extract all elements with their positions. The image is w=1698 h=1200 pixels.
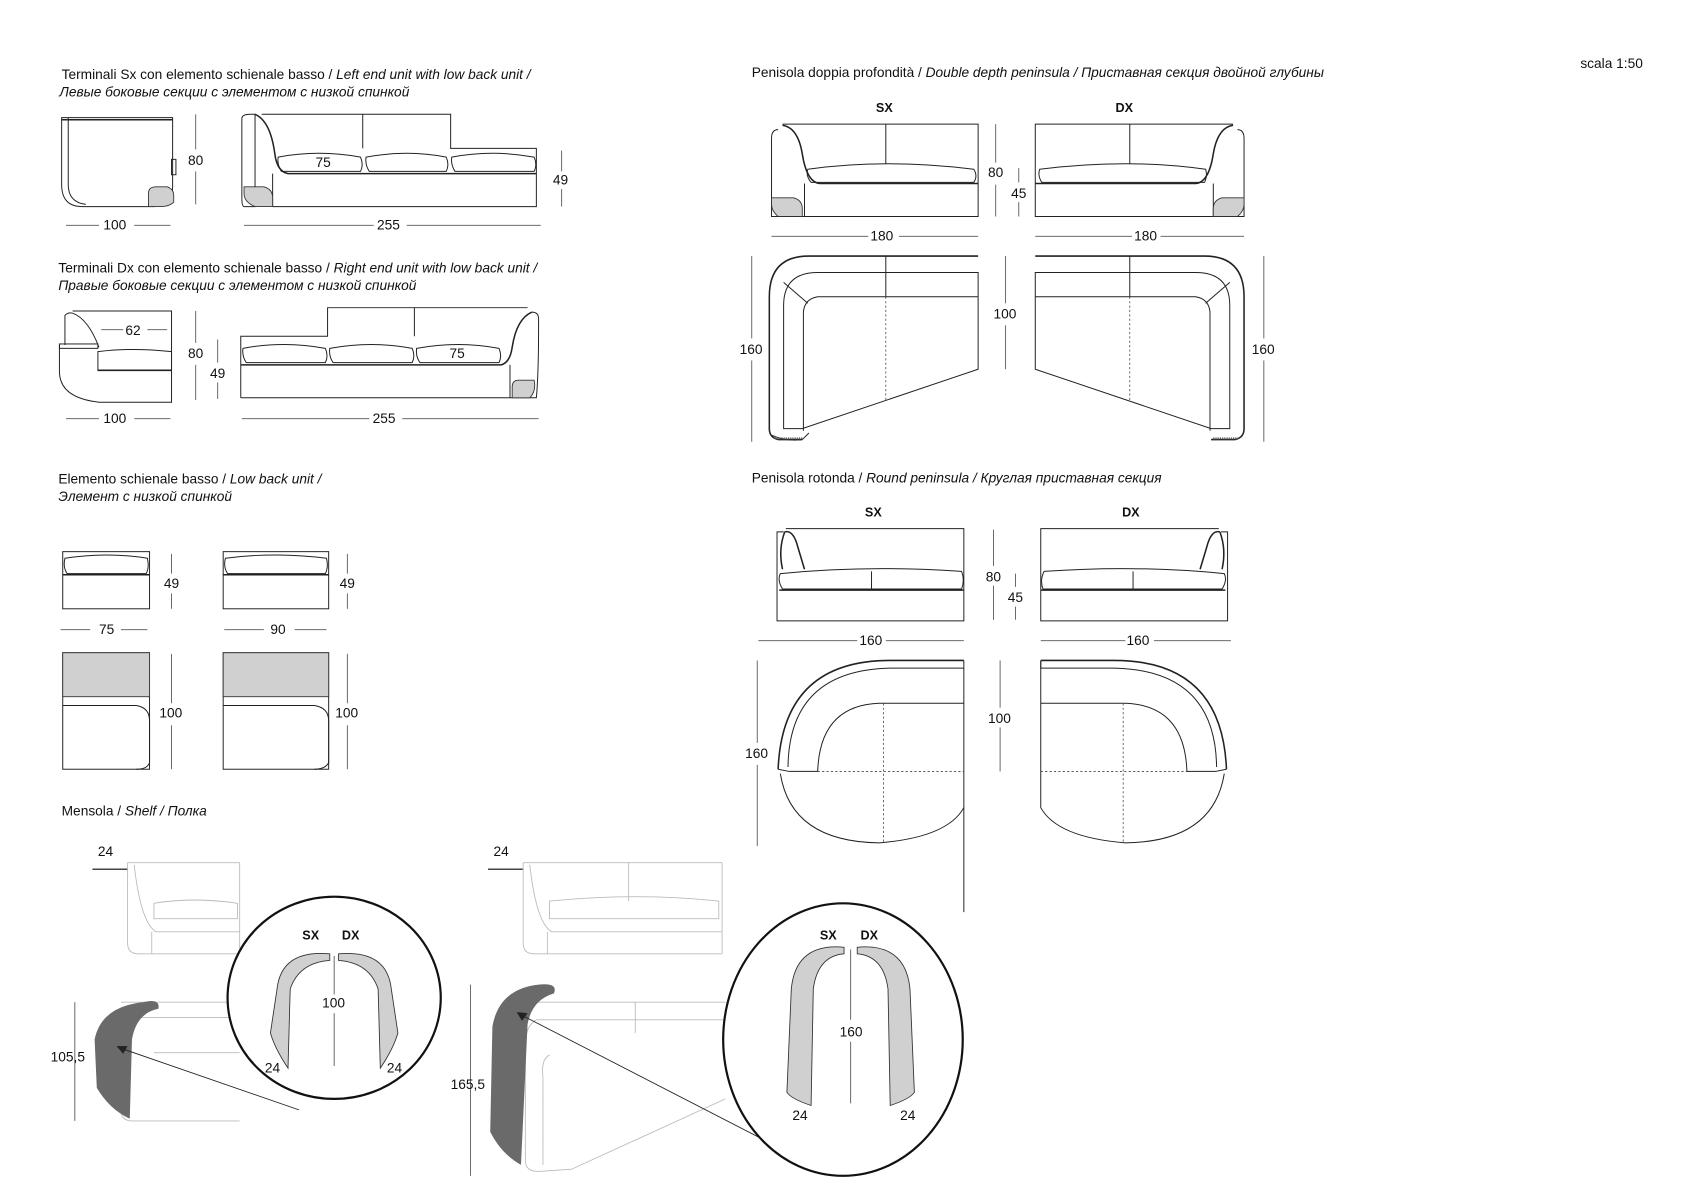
section-title: Penisola rotonda / Round peninsula / Кру… [752,470,1163,485]
dx-top-view [1034,255,1245,441]
sx-label: SX [876,101,893,115]
round-section: Penisola rotonda / Round peninsula / Кру… [745,470,1231,913]
detail-magnifier [722,902,964,1177]
dim-thickness: 24 [494,844,510,859]
section-title-ru: Левые боковые секции с элементом с низко… [58,85,409,100]
dim-seat-height: 45 [1008,590,1024,605]
dim-seat-height: 49 [553,173,568,188]
dim-depth: 100 [103,218,126,233]
dim-width: 255 [377,218,400,233]
dim-thickness: 24 [98,844,114,859]
dim-height: 80 [988,165,1004,180]
dim-d2: 100 [335,706,358,721]
dim-depth-sx: 160 [740,342,763,357]
dim-cushion: 75 [450,346,466,361]
dim-depth: 160 [745,746,768,761]
side-view: 62 [58,310,173,403]
dim-sx-width: 24 [265,1061,281,1076]
dx-front-view [1034,123,1245,217]
dim-height: 165,5 [451,1077,486,1092]
shelf-small: 24 105,5 SX DX 100 24 24 [51,844,442,1122]
dx-label: DX [1115,101,1133,115]
dim-sx-width: 24 [792,1108,808,1123]
dim-width-dx: 160 [1126,633,1149,648]
section-title-ru: Правые боковые секции с элементом с низк… [58,278,416,293]
sx-front-view [771,123,979,217]
dim-cushion: 75 [315,155,331,170]
left-end-section: Terminali Sx con elemento schienale bass… [58,67,568,233]
dim-length: 160 [840,1024,863,1039]
dim-depth: 100 [103,411,126,426]
scale-label: scala 1:50 [1580,56,1643,71]
shelf-section: Mensola / Shelf / Полка 24 105,5 SX DX 1… [51,803,964,1177]
dim-inner-depth: 100 [988,711,1011,726]
dim-w2: 90 [270,622,286,637]
front-view: 75 [240,307,540,399]
dim-width-sx: 180 [870,229,893,244]
sx-front-view [776,528,965,622]
dim-d1: 100 [159,706,182,721]
dim-width-dx: 180 [1134,229,1157,244]
right-end-section: Terminali Dx con elemento schienale bass… [58,261,540,426]
sx-top-view [777,659,965,913]
sx-top-view [768,255,979,441]
section-title: Penisola doppia profondità / Double dept… [752,65,1324,80]
sx-label: SX [302,929,319,943]
dx-top-view [1040,659,1228,844]
section-title: Terminali Sx con elemento schienale bass… [62,67,532,82]
section-title: Terminali Dx con elemento schienale bass… [58,261,538,276]
dim-width: 255 [373,411,396,426]
dim-seat-depth: 62 [125,323,140,338]
shelf-large: 24 165,5 SX DX 160 24 24 [451,844,964,1177]
low-back-section: Elemento schienale basso / Low back unit… [58,472,359,770]
section-title: Mensola / Shelf / Полка [62,803,207,818]
section-title: Elemento schienale basso / Low back unit… [58,472,322,487]
sx-label: SX [820,929,837,943]
dim-dx-width: 24 [387,1061,403,1076]
dim-height: 80 [188,153,204,168]
dim-inner-depth: 100 [994,307,1017,322]
dx-label: DX [342,929,360,943]
dim-seat-height: 49 [210,366,225,381]
dim-h2: 49 [340,576,355,591]
dim-height: 80 [188,346,204,361]
dim-height: 80 [986,569,1002,584]
dim-seat-height: 45 [1011,186,1027,201]
side-view [61,117,177,208]
section-title-ru: Элемент с низкой спинкой [58,489,232,504]
dim-w1: 75 [99,622,115,637]
front-view: 75 [241,113,537,208]
dx-front-view [1040,528,1229,622]
double-depth-section: Penisola doppia profondità / Double dept… [740,65,1324,442]
dim-length: 100 [322,996,345,1011]
dim-h1: 49 [164,576,179,591]
dx-label: DX [861,929,879,943]
sx-label: SX [865,505,882,519]
dim-dx-width: 24 [900,1108,916,1123]
dim-height: 105,5 [51,1050,86,1065]
dim-depth-dx: 160 [1252,342,1275,357]
dim-width-sx: 160 [859,633,882,648]
dx-label: DX [1122,505,1140,519]
